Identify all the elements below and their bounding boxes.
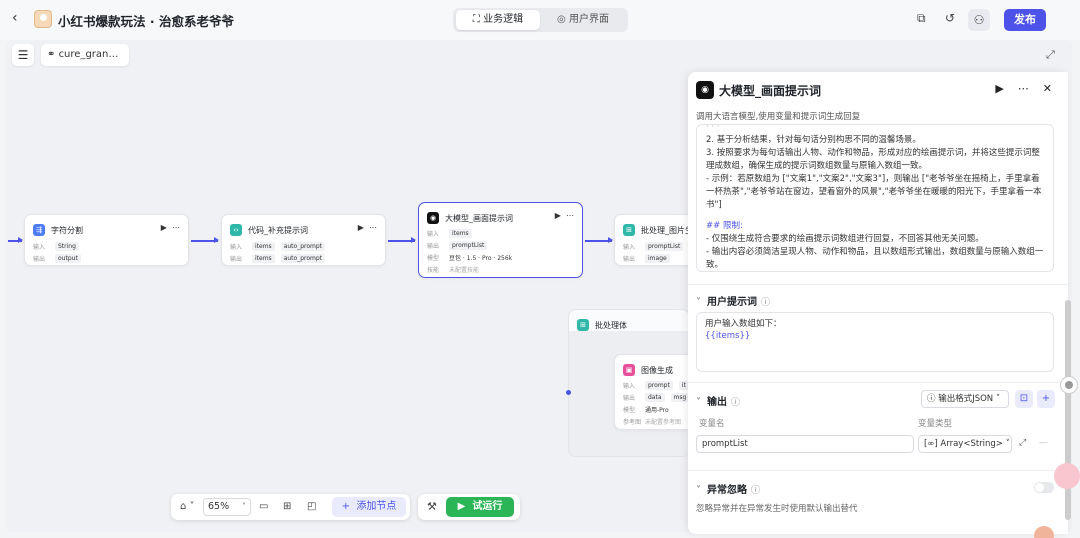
app-title: 小红书爆款玩法 · 治愈系老爷爷 [58,14,234,29]
divider [688,284,1068,285]
col-var-type: 变量类型 [918,419,953,429]
zoom-select[interactable]: 65%˅ [203,498,251,516]
back-arrow-icon[interactable]: ‹ [12,10,18,26]
error-ignore-toggle[interactable] [1034,482,1054,493]
app-avatar [34,10,52,28]
publish-button[interactable]: 发布 [1004,9,1046,31]
share-icon[interactable]: ⧉ [917,11,926,25]
tab-user-interface[interactable]: ◎ 用户界面 [557,14,609,25]
fullscreen-icon[interactable]: ⤢ [1046,48,1055,61]
user-prompt-box[interactable]: 用户输入数组如下： {{items}} [696,312,1054,372]
chevron-down-icon: ˅ [696,485,701,496]
expand-icon[interactable]: ⤢ [1019,438,1027,448]
chevron-down-icon: ˅ [696,297,701,308]
minimap-icon[interactable]: ◰ [307,501,317,512]
node-actions[interactable]: ▶ ⋯ [357,223,377,232]
batch-port[interactable] [566,390,571,395]
edge-llm-post [585,237,613,243]
image-icon: ▣ [623,364,635,376]
split-icon: ⇶ [33,224,45,236]
add-node-button[interactable]: + 添加节点 [332,497,406,517]
sidebar-toggle-icon[interactable]: ☰ [12,44,34,66]
divider [688,382,1068,383]
node-actions[interactable]: ▶ ⋯ [554,211,574,220]
llm-icon: ◉ [427,212,439,224]
system-line: - 输出内容必须简洁呈现人物、动作和物品，且以数组形式输出，数组数量与原输入数组… [706,247,1044,270]
edge-split-code [191,237,219,243]
user-prompt-variable: {{items}} [705,331,751,341]
output-var-name-input[interactable]: promptList [696,435,914,453]
llm-logo-icon: ◉ [696,81,714,99]
layout-icon[interactable]: ⊞ [283,501,292,512]
code-icon: ‹› [230,224,242,236]
output-format-select[interactable]: ⓘ 输出格式JSON ˅ [921,390,1009,408]
view-tabs: ⛶ 业务逻辑 ◎ 用户界面 [453,8,628,32]
node-config-panel: ◉ 大模型_画面提示词 ▶ ⋯ ✕ 调用大语言模型,使用变量和提示词生成回复 · ·… [688,72,1068,534]
assistant-bubble[interactable] [1054,463,1080,489]
col-var-name: 变量名 [699,419,725,429]
system-line: - 仅围绕生成符合要求的绘画提示词数组进行回复，不回答其他无关问题。 [706,234,984,244]
chevron-down-icon: ˅ [696,397,701,408]
system-line: 3. 按照要求为每句话输出人物、动作和物品，形成对应的绘画提示词，并将这些提示词… [706,148,1040,171]
panel-actions: ▶ ⋯ ✕ [981,82,1052,95]
panel-title: 大模型_画面提示词 [719,84,822,98]
edge-code-llm [388,237,416,243]
system-line: - 示例：若原数组为 ["文案1","文案2","文案3"]，则输出 ["老爷爷… [706,174,1042,210]
tab-business-logic[interactable]: ⛶ 业务逻辑 [456,10,540,30]
workflow-name-chip[interactable]: ⚭ cure_gran… [41,44,129,66]
batch-body-icon: ⊞ [577,319,589,331]
system-line: ## 限制: [706,221,743,231]
output-var-type-select[interactable]: [∞] Array<String> ˅ [918,435,1012,453]
mouse-mode-icon[interactable]: ⌂ ˅ [180,501,195,512]
canvas-toolbar: ⌂ ˅ 65%˅ ▭ ⊞ ◰ + 添加节点 [171,494,410,520]
output-settings-icon[interactable]: ⊡ [1015,390,1033,408]
history-icon[interactable]: ↺ [945,11,956,25]
add-output-icon[interactable]: + [1037,390,1055,408]
debug-icon[interactable]: ⚒ [427,500,437,513]
system-line: 2. 基于分析结果，针对每句话分别构思不同的温馨场景。 [706,135,921,145]
edit-icon[interactable]: ✎ [222,12,232,25]
remove-icon[interactable]: — [1039,438,1048,448]
error-ignore-desc: 忽略异常并在异常发生时使用默认输出替代 [696,504,858,514]
floating-avatar[interactable] [1034,526,1054,538]
system-prompt-box[interactable]: · · · 2. 基于分析结果，针对每句话分别构思不同的温馨场景。 3. 按照要… [696,124,1054,272]
node-actions[interactable]: ▶ ⋯ [160,223,180,232]
test-run-button[interactable]: ▶ 试运行 [446,497,514,517]
floating-handle-icon[interactable] [1060,376,1078,394]
user-prompt-text: 用户输入数组如下： [705,319,782,329]
batch-icon: ⊞ [623,224,635,236]
info-icon: ⓘ [731,398,741,408]
chevron-down-icon: ˅ [242,502,246,511]
close-icon[interactable]: ✕ [1042,82,1052,95]
comment-icon[interactable]: ▭ [259,501,269,512]
collaborator-icon[interactable]: ⚇ [968,9,990,31]
panel-scrollbar[interactable] [1065,300,1071,520]
info-icon: ⓘ [751,486,761,496]
panel-description: 调用大语言模型,使用变量和提示词生成回复 [696,112,861,122]
run-toolbar: ⚒ ▶ 试运行 [418,494,520,520]
more-icon[interactable]: ⋯ [1017,82,1029,95]
run-node-icon[interactable]: ▶ [995,82,1004,95]
info-icon: ⓘ [761,298,771,308]
divider [688,470,1068,471]
top-bar: ‹ 小红书爆款玩法 · 治愈系老爷爷 ✎ ⛶ 业务逻辑 ◎ 用户界面 ⧉ ↺ ⚇… [0,0,1080,40]
edge-start [8,237,23,243]
